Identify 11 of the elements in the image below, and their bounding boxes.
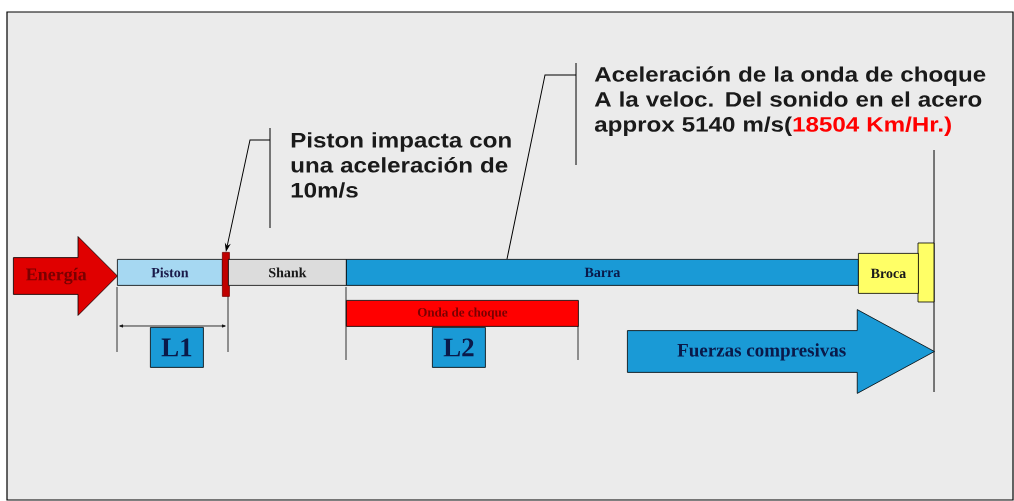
leader-line <box>506 74 577 260</box>
drill-bit: Broca <box>858 242 935 303</box>
rod-bar: Barra <box>346 259 859 286</box>
shank-bar: Shank <box>228 259 347 286</box>
annotation-text: Piston impacta con una aceleración de 10m/s <box>291 132 511 198</box>
shock-wave-bar: Onda de choque <box>346 300 579 327</box>
annotation-text: Aceleración de la onda de choque A la veloc. Del sonido en el acero approx 5140 m/s(18504 Km/Hr.) <box>594 66 986 136</box>
length-label: L2 <box>432 327 486 368</box>
leader-line <box>225 139 271 251</box>
length-label: L1 <box>150 327 204 368</box>
piston-bar: Piston <box>117 259 223 286</box>
